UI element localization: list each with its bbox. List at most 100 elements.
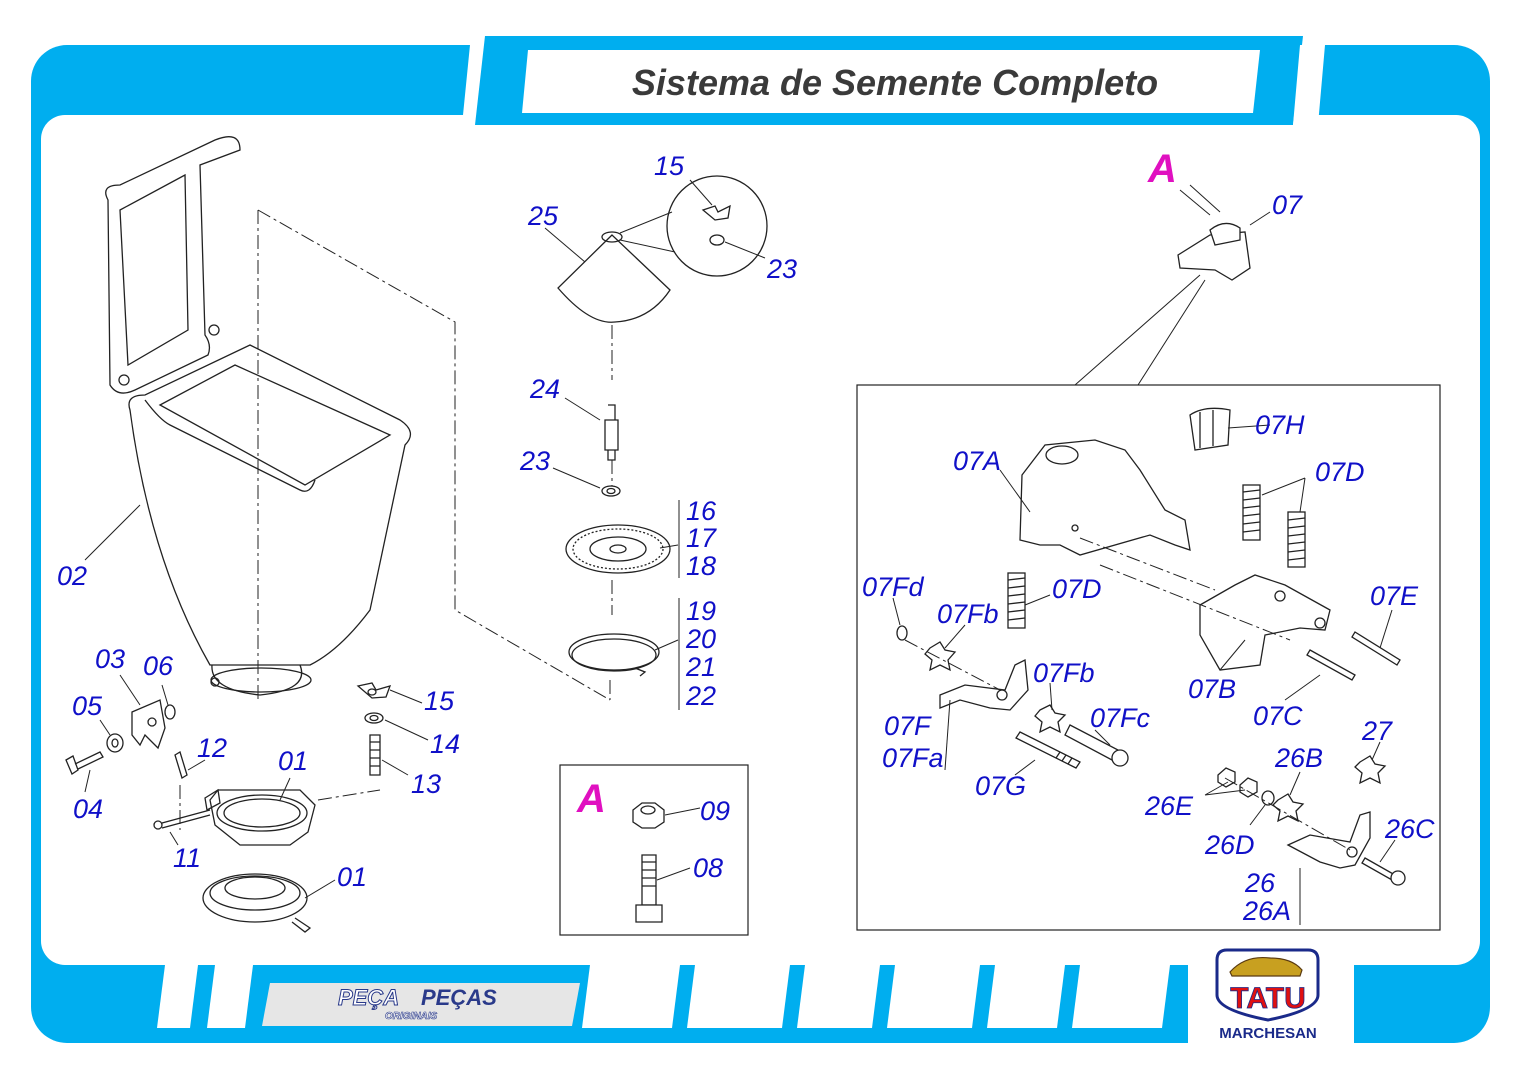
axis-line-26 xyxy=(1224,777,1351,851)
hopper-body xyxy=(128,344,412,696)
seed-disc-16 xyxy=(565,524,671,574)
page-title: Sistema de Semente Completo xyxy=(632,62,1158,103)
label-07H: 07H xyxy=(1255,410,1305,440)
label-16: 16 xyxy=(686,496,717,526)
label-07: 07 xyxy=(1272,190,1303,220)
label-26B: 26B xyxy=(1274,743,1323,773)
axis-line-cone xyxy=(257,209,611,701)
pin-07G xyxy=(1015,731,1081,769)
label-24: 24 xyxy=(529,374,560,404)
oring-07Fd xyxy=(896,625,908,641)
detail-leader-lines xyxy=(1074,274,1206,386)
label-15-center: 15 xyxy=(654,151,685,181)
wingnut-15a xyxy=(356,682,392,699)
label-07E: 07E xyxy=(1370,581,1419,611)
nuts-26E xyxy=(1217,767,1275,806)
label-09: 09 xyxy=(700,796,730,826)
label-26A: 26A xyxy=(1242,896,1291,926)
springs-07D xyxy=(1007,484,1306,629)
label-07Fd: 07Fd xyxy=(862,572,925,602)
knob-07Fb xyxy=(924,641,1067,734)
leader-lines xyxy=(84,179,1396,925)
label-07C: 07C xyxy=(1253,701,1303,731)
lever-26 xyxy=(1286,811,1371,869)
label-11: 11 xyxy=(173,843,201,873)
lever-07F xyxy=(939,658,1029,711)
housing-07A xyxy=(1019,439,1191,556)
washer-05 xyxy=(106,733,124,753)
label-05: 05 xyxy=(72,691,103,721)
detail-box-07 xyxy=(856,384,1441,931)
label-17: 17 xyxy=(686,523,717,553)
label-06: 06 xyxy=(143,651,174,681)
label-15-left: 15 xyxy=(424,686,455,716)
washer-23 xyxy=(601,485,621,497)
pin-11 xyxy=(153,809,211,830)
label-12: 12 xyxy=(197,733,227,763)
label-22: 22 xyxy=(685,681,716,711)
axis-line-07 xyxy=(904,537,1291,691)
lever-07B xyxy=(1199,574,1331,671)
label-07Fa: 07Fa xyxy=(882,743,944,773)
brand-text: TATU xyxy=(1230,982,1306,1015)
label-26D: 26D xyxy=(1204,830,1255,860)
plate-01 xyxy=(202,873,312,933)
pin-12 xyxy=(174,751,188,779)
label-18: 18 xyxy=(686,551,716,581)
label-21: 21 xyxy=(685,652,716,682)
footer-stripes xyxy=(157,965,1170,1028)
ring-01 xyxy=(204,788,316,846)
callout-a-top: A xyxy=(1147,147,1177,191)
tatu-logo: TATU MARCHESAN xyxy=(1188,945,1354,1045)
pecas-originais-stamp: PEÇA PEÇAS ORIGINAIS xyxy=(262,983,580,1026)
label-13: 13 xyxy=(411,769,441,799)
label-07A: 07A xyxy=(953,446,1001,476)
washer-06 xyxy=(164,704,176,720)
detail-box-a xyxy=(559,764,749,936)
label-23-top: 23 xyxy=(766,254,797,284)
axis-line-center xyxy=(609,325,613,700)
part-labels: 02 03 06 05 04 12 01 11 01 15 14 13 15 2… xyxy=(57,147,1435,926)
screw-26C xyxy=(1361,857,1406,886)
company-text: MARCHESAN xyxy=(1219,1025,1317,1042)
label-07D-right: 07D xyxy=(1315,457,1365,487)
label-07Fc: 07Fc xyxy=(1090,703,1151,733)
detail-circle xyxy=(619,175,768,277)
label-26C: 26C xyxy=(1384,814,1435,844)
label-19: 19 xyxy=(686,596,716,626)
label-14: 14 xyxy=(430,729,460,759)
stamp-ghost-text: PEÇA xyxy=(338,985,399,1010)
label-20: 20 xyxy=(685,624,716,654)
label-07D-left: 07D xyxy=(1052,574,1102,604)
stamp-main-text: PEÇAS xyxy=(421,985,497,1010)
label-04: 04 xyxy=(73,794,103,824)
bracket-03 xyxy=(131,699,166,750)
label-08: 08 xyxy=(693,853,723,883)
label-07Fb-mid: 07Fb xyxy=(1033,658,1095,688)
label-07G: 07G xyxy=(975,771,1026,801)
callout-a-box: A xyxy=(576,777,606,821)
label-07Fb-top: 07Fb xyxy=(937,599,999,629)
label-25: 25 xyxy=(527,201,559,231)
label-07B: 07B xyxy=(1188,674,1236,704)
label-01-plate: 01 xyxy=(337,862,367,892)
pins-07E-07C xyxy=(1306,631,1401,681)
label-02: 02 xyxy=(57,561,87,591)
cone-25 xyxy=(557,231,671,323)
label-07F: 07F xyxy=(884,711,932,741)
pin-07Fc xyxy=(1064,724,1129,767)
label-26E: 26E xyxy=(1144,791,1194,821)
washer-14 xyxy=(364,712,384,724)
knob-26B xyxy=(1272,793,1305,823)
hopper-lid xyxy=(105,136,241,394)
stamp-sub-text: ORIGINAIS xyxy=(385,1011,438,1022)
part-07-top xyxy=(1177,184,1271,281)
clip-07H xyxy=(1189,407,1231,451)
label-27: 27 xyxy=(1361,716,1393,746)
axis-line-ring xyxy=(179,785,381,830)
knob-27 xyxy=(1354,755,1387,785)
label-01-ring: 01 xyxy=(278,746,308,776)
stud-13 xyxy=(369,734,381,776)
bolt-04 xyxy=(65,751,104,775)
